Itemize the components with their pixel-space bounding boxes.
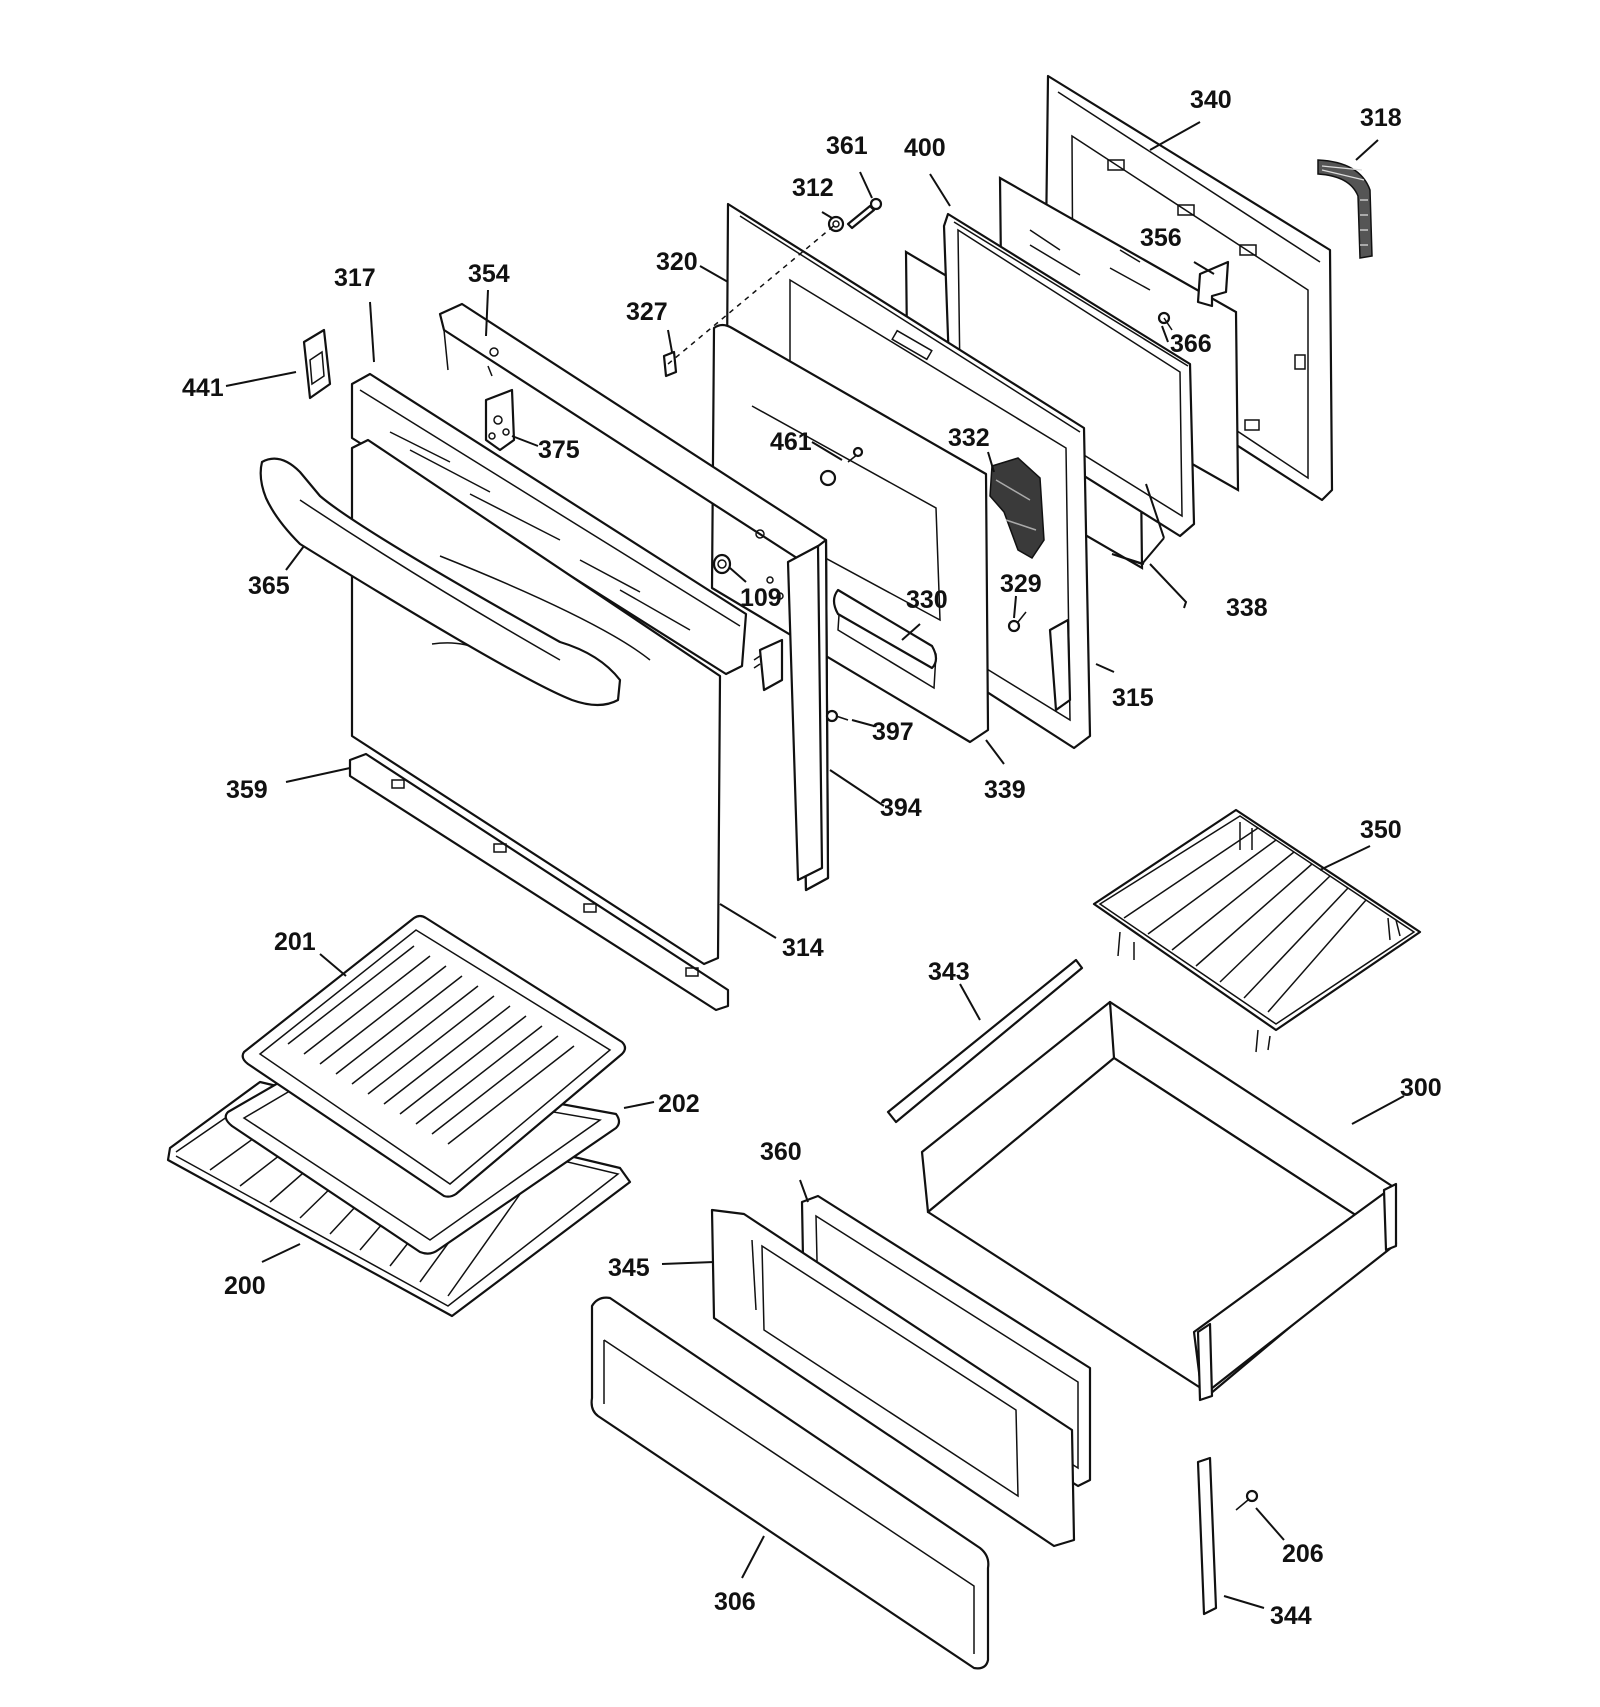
callout-306: 306 bbox=[714, 1588, 756, 1616]
callout-314: 314 bbox=[782, 934, 824, 962]
callout-354: 354 bbox=[468, 260, 510, 288]
part-366-screw bbox=[1157, 311, 1173, 331]
part-365-door-handle bbox=[259, 457, 622, 707]
callout-315: 315 bbox=[1112, 684, 1154, 712]
part-394-door-side-channel bbox=[786, 544, 824, 882]
part-317-door-top-trim bbox=[350, 372, 748, 676]
part-441-latch bbox=[302, 328, 332, 400]
part-314-outer-door bbox=[350, 438, 722, 966]
callout-labels: 340 318 361 400 312 356 320 354 317 327 … bbox=[182, 86, 1442, 1630]
callout-359: 359 bbox=[226, 776, 268, 804]
callout-338: 338 bbox=[1226, 594, 1268, 622]
part-109-bumper bbox=[712, 553, 732, 575]
callout-350: 350 bbox=[1360, 816, 1402, 844]
part-330-vent-trim bbox=[832, 588, 938, 670]
callout-200: 200 bbox=[224, 1272, 266, 1300]
callout-327: 327 bbox=[626, 298, 668, 326]
callout-312: 312 bbox=[792, 174, 834, 202]
callout-202: 202 bbox=[658, 1090, 700, 1118]
callout-397: 397 bbox=[872, 718, 914, 746]
callout-109: 109 bbox=[740, 584, 782, 612]
callout-332: 332 bbox=[948, 424, 990, 452]
part-alignment-line bbox=[667, 223, 837, 365]
callout-400: 400 bbox=[904, 134, 946, 162]
part-345-drawer-inner-panel bbox=[710, 1208, 1076, 1548]
part-332-insulation bbox=[989, 457, 1045, 559]
part-354-screw bbox=[487, 365, 493, 377]
part-397-screw bbox=[825, 709, 849, 723]
callout-300: 300 bbox=[1400, 1074, 1442, 1102]
callout-317: 317 bbox=[334, 264, 376, 292]
callout-365: 365 bbox=[248, 572, 290, 600]
callout-360: 360 bbox=[760, 1138, 802, 1166]
part-206-screw bbox=[1235, 1489, 1259, 1511]
part-329-screw bbox=[1007, 611, 1027, 633]
part-306-drawer-front bbox=[590, 1296, 990, 1670]
part-461-screw bbox=[819, 446, 864, 487]
part-350-shelf-rack bbox=[1092, 808, 1422, 1053]
part-354-hinge bbox=[484, 388, 516, 452]
part-343-drawer-slide bbox=[886, 958, 1084, 1124]
callout-441: 441 bbox=[182, 374, 224, 402]
callout-340: 340 bbox=[1190, 86, 1232, 114]
callout-343: 343 bbox=[928, 958, 970, 986]
callout-201: 201 bbox=[274, 928, 316, 956]
callout-345: 345 bbox=[608, 1254, 650, 1282]
callout-375: 375 bbox=[538, 436, 580, 464]
leader-lines bbox=[225, 121, 1405, 1609]
part-344-drawer-bracket bbox=[1196, 1456, 1218, 1616]
callout-329: 329 bbox=[1000, 570, 1042, 598]
part-318-door-gasket bbox=[1317, 159, 1373, 259]
callout-366: 366 bbox=[1170, 330, 1212, 358]
part-300-drawer-body bbox=[920, 1000, 1398, 1402]
part-375-bracket bbox=[753, 638, 784, 692]
part-359-door-bottom-trim bbox=[348, 752, 730, 1012]
callout-206: 206 bbox=[1282, 1540, 1324, 1568]
callout-318: 318 bbox=[1360, 104, 1402, 132]
part-327-clip bbox=[662, 350, 678, 378]
callout-361: 361 bbox=[826, 132, 868, 160]
callout-320: 320 bbox=[656, 248, 698, 276]
callout-356: 356 bbox=[1140, 224, 1182, 252]
part-201-broiler-grid bbox=[241, 914, 627, 1198]
callout-330: 330 bbox=[906, 586, 948, 614]
part-400-glass-pack-frame bbox=[942, 212, 1196, 538]
part-356-hinge-bracket bbox=[1196, 260, 1230, 308]
callout-344: 344 bbox=[1270, 1602, 1312, 1630]
callout-394: 394 bbox=[880, 794, 922, 822]
callout-461: 461 bbox=[770, 428, 812, 456]
part-361-bolt bbox=[846, 197, 883, 230]
callout-339: 339 bbox=[984, 776, 1026, 804]
